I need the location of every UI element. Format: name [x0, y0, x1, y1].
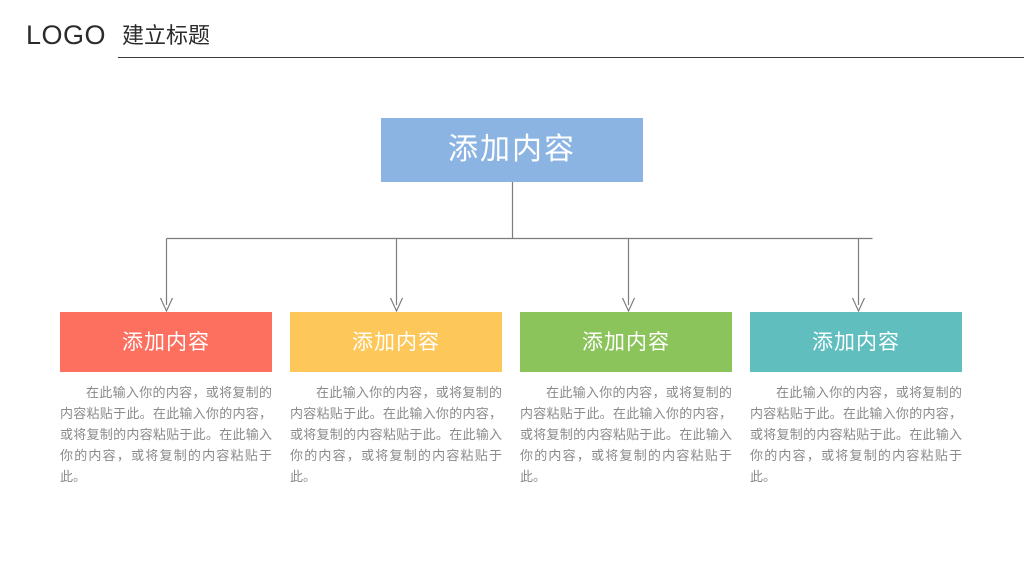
arrowhead-4	[851, 297, 866, 313]
node-branch-3[interactable]: 添加内容	[520, 312, 732, 372]
branch-1-body-text: 在此输入你的内容，或将复制的内容粘贴于此。在此输入你的内容，或将复制的内容粘贴于…	[60, 386, 272, 485]
node-root[interactable]: 添加内容	[381, 118, 643, 182]
branch-4-body-text: 在此输入你的内容，或将复制的内容粘贴于此。在此输入你的内容，或将复制的内容粘贴于…	[750, 386, 962, 485]
node-branch-1-label: 添加内容	[122, 329, 210, 354]
slide-header: LOGO 建立标题	[0, 0, 1024, 62]
arrowhead-2	[389, 297, 404, 313]
arrowhead-1	[159, 297, 174, 313]
branch-3-body-text: 在此输入你的内容，或将复制的内容粘贴于此。在此输入你的内容，或将复制的内容粘贴于…	[520, 386, 732, 485]
node-branch-2[interactable]: 添加内容	[290, 312, 502, 372]
node-branch-3-label: 添加内容	[582, 329, 670, 354]
header-divider	[118, 57, 1024, 58]
page-title: 建立标题	[122, 24, 211, 49]
logo: LOGO	[26, 20, 107, 50]
node-branch-1[interactable]: 添加内容	[60, 312, 272, 372]
node-branch-4[interactable]: 添加内容	[750, 312, 962, 372]
node-branch-4-label: 添加内容	[812, 329, 900, 354]
branch-2-body-text: 在此输入你的内容，或将复制的内容粘贴于此。在此输入你的内容，或将复制的内容粘贴于…	[290, 386, 502, 485]
node-root-label: 添加内容	[448, 132, 576, 167]
arrowhead-3	[621, 297, 636, 313]
node-branch-2-label: 添加内容	[352, 329, 440, 354]
